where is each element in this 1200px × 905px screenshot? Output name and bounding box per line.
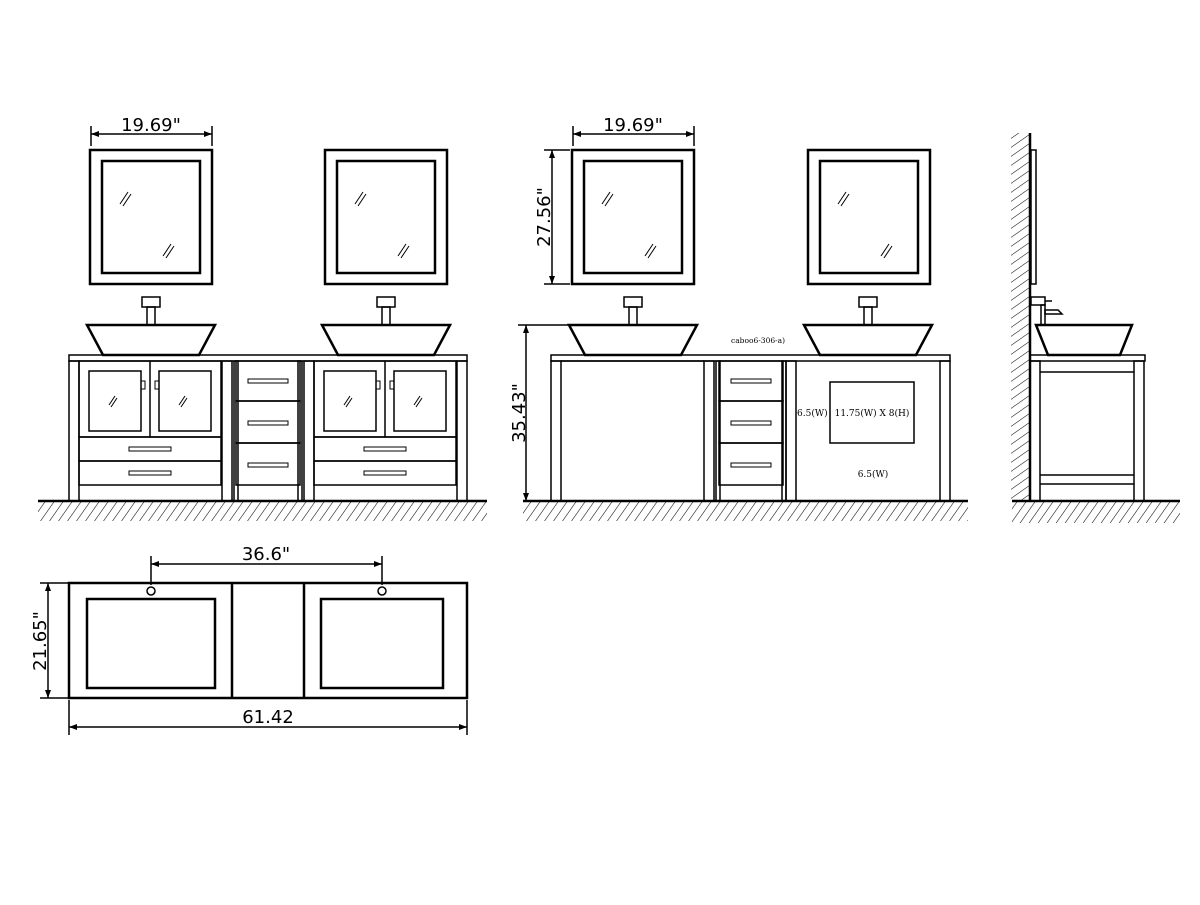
faucet-spacing-label: 36.6"	[242, 544, 290, 565]
total-width-label: 61.42	[242, 707, 294, 728]
mirror-right	[323, 148, 449, 286]
front-view: 19.69"	[38, 115, 487, 521]
mirror-height-label: 27.56"	[534, 187, 555, 247]
depth-label: 21.65"	[30, 611, 51, 671]
top-view: 36.6" 21.65" 61.42	[30, 544, 469, 735]
cutout-left-label: 6.5(W)	[797, 408, 828, 419]
mirror-left	[88, 148, 214, 286]
side-view	[1011, 133, 1180, 523]
mid-mirror-width-label: 19.69"	[603, 115, 663, 136]
front-dimension-view: 19.69" 27.56" caboo6-306-a) 35.43"	[509, 115, 968, 521]
basin-left	[85, 323, 217, 357]
vanity-height-label: 35.43"	[509, 383, 530, 443]
cutout-size-label: 11.75(W) X 8(H)	[835, 408, 910, 419]
basin-right	[320, 323, 452, 357]
model-code: caboo6-306-a)	[731, 336, 785, 345]
front-mirror-width-label: 19.69"	[121, 115, 181, 136]
cutout-bottom-label: 6.5(W)	[858, 469, 889, 480]
